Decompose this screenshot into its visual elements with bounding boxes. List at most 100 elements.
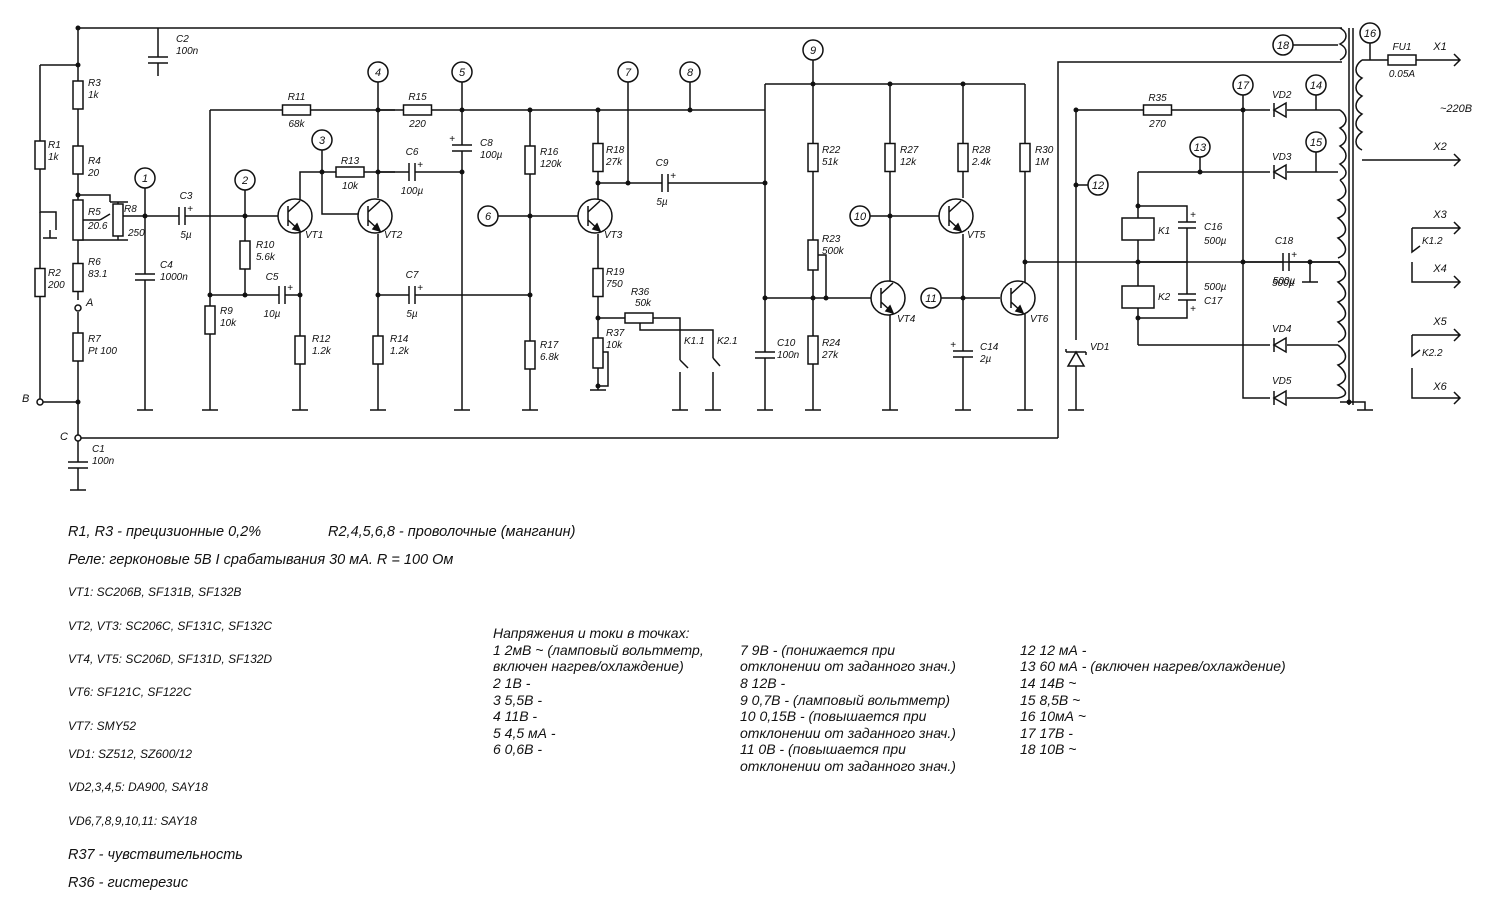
wire <box>1178 293 1196 301</box>
test-point-number: 7 <box>625 67 632 79</box>
node-a-label: A <box>85 297 93 309</box>
junction-dot <box>687 107 693 113</box>
meas-col3-1: 13 60 мА - (включен нагрев/охлаждение) <box>1020 658 1286 674</box>
wire <box>672 328 689 411</box>
resistor-value: 10k <box>220 318 237 329</box>
polarity-plus: + <box>187 204 193 215</box>
resistor-value: 68k <box>288 119 305 130</box>
junction-dot <box>1022 259 1028 265</box>
capacitor-ref: C8 <box>480 138 493 149</box>
relay-k1-label: K1 <box>1158 226 1170 237</box>
capacitor-c7 <box>396 286 428 304</box>
resistor-value: 10k <box>606 340 623 351</box>
test-point <box>679 61 701 83</box>
test-point <box>1305 131 1327 153</box>
resistor-r27 <box>884 140 896 175</box>
terminal-x1-label: X1 <box>1432 41 1446 53</box>
polarity-plus: + <box>417 160 423 171</box>
resistor-body <box>72 80 84 110</box>
capacitor-value: 100n <box>92 456 115 467</box>
capacitor-value: 500µ <box>1273 276 1296 287</box>
meas-col1-6: 6 0,6В - <box>493 741 543 757</box>
emitter-arrow <box>291 222 302 233</box>
test-point <box>1359 22 1381 44</box>
transistor-ref: VT1 <box>305 230 323 241</box>
resistor-r23-body <box>807 239 819 271</box>
test-point <box>849 205 871 227</box>
wire <box>757 298 773 411</box>
junction-dot <box>75 25 81 31</box>
test-point <box>920 287 942 309</box>
meas-col1-5: 5 4,5 мА - <box>493 725 556 741</box>
transistor-ref: VT5 <box>967 230 986 241</box>
capacitor-value: 5µ <box>180 230 192 241</box>
capacitor-ref: C3 <box>180 191 193 202</box>
resistor-value: 10k <box>342 181 359 192</box>
transistor-body <box>357 198 393 234</box>
resistor-r3 <box>72 70 84 120</box>
terminal-x2-label: X2 <box>1432 141 1446 153</box>
test-point-number: 2 <box>241 175 248 187</box>
wire <box>1336 179 1347 259</box>
relay-k2-coil <box>1121 285 1155 309</box>
wire <box>653 317 681 328</box>
resistor-value: Pt 100 <box>88 346 117 357</box>
test-point-number: 9 <box>810 45 816 57</box>
test-point-number: 18 <box>1277 40 1290 52</box>
part-vt2-vt3: VT2, VT3: SC206C, SF131C, SF132C <box>68 619 273 633</box>
resistor-ref: R15 <box>408 92 427 103</box>
capacitor-c18 <box>1276 253 1296 271</box>
contact-k12-label: K1.2 <box>1422 236 1443 247</box>
meas-col2-3: 9 0,7В - (ламповый вольтметр) <box>740 692 951 708</box>
test-point <box>1232 74 1254 96</box>
wire <box>818 254 827 298</box>
resistor-r30 <box>1019 140 1031 175</box>
wire <box>370 295 386 411</box>
emitter-arrow <box>591 222 602 233</box>
test-point <box>311 129 333 151</box>
diode-body <box>1066 350 1086 367</box>
capacitor-ref: C17 <box>1204 296 1223 307</box>
terminal-x6-label: X6 <box>1432 381 1447 393</box>
resistor-ref: R7 <box>88 334 101 345</box>
resistor-body <box>957 142 969 173</box>
resistor-r6 <box>72 255 84 300</box>
capacitor-value: 5µ <box>406 309 418 320</box>
transistor-vt2 <box>357 198 393 234</box>
capacitor-plate <box>148 56 168 64</box>
diode-body <box>1272 389 1287 407</box>
ground <box>43 230 57 239</box>
capacitor-c14 <box>953 342 973 366</box>
resistor-ref: R16 <box>540 147 559 158</box>
wire <box>1338 27 1347 61</box>
polarity-plus: + <box>449 134 455 145</box>
transistor-body <box>938 198 974 234</box>
transistor-collector <box>948 200 962 213</box>
capacitor-c3 <box>168 207 196 225</box>
zener-cathode <box>1065 349 1087 355</box>
test-point-number: 4 <box>375 67 381 79</box>
resistor-ref: R37 <box>606 328 625 339</box>
junction-dot <box>75 62 81 68</box>
test-point <box>367 61 389 83</box>
terminal-x5-label: X5 <box>1432 316 1447 328</box>
wire <box>1068 366 1084 411</box>
junction-dot <box>960 81 966 87</box>
resistor-r1 <box>34 120 46 190</box>
resistor-ref: R18 <box>606 145 625 156</box>
capacitor-plate <box>408 286 416 304</box>
diode-ref: VD4 <box>1272 324 1292 335</box>
resistor-body <box>592 267 604 298</box>
note-wire-wound: R2,4,5,6,8 - проволочные (манганин) <box>328 524 576 540</box>
wire <box>299 171 322 200</box>
resistor-value: 750 <box>606 279 623 290</box>
resistor-value: 120k <box>540 159 563 170</box>
resistor-r2 <box>34 245 46 320</box>
capacitor-ref: C9 <box>656 158 669 169</box>
capacitor-plate <box>278 286 286 304</box>
test-point-number: 17 <box>1237 80 1250 92</box>
capacitor-plate <box>135 273 155 281</box>
resistor-ref: R6 <box>88 257 101 268</box>
transistor-body <box>1000 280 1036 316</box>
